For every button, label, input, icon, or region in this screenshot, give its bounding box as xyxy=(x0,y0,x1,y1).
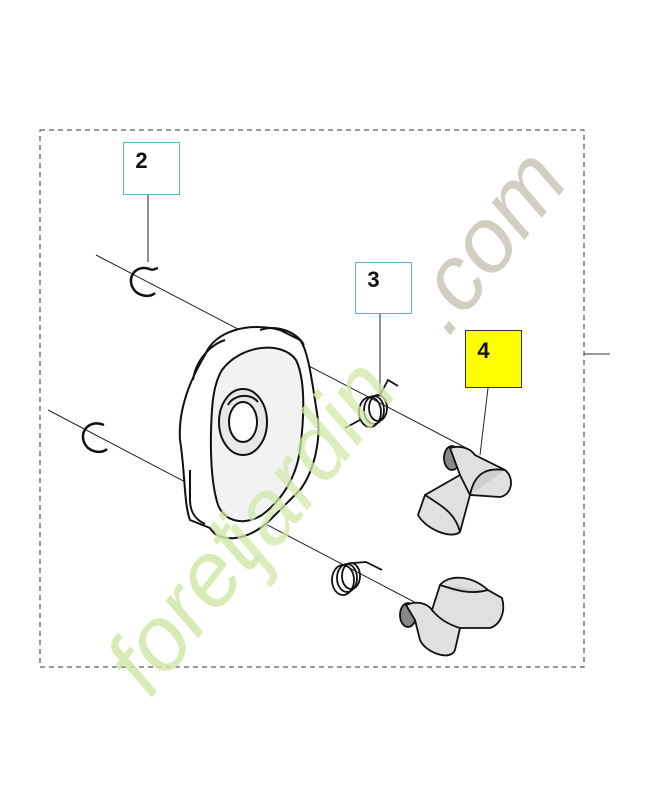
torsion-spring-upper xyxy=(344,378,399,429)
callout-label: 2 xyxy=(135,147,148,173)
torsion-spring-lower xyxy=(331,561,383,596)
circlip-upper xyxy=(129,266,156,298)
callout-label: 4 xyxy=(477,338,490,363)
wing-knob-upper xyxy=(417,445,512,536)
callout-part-2[interactable]: 2 xyxy=(123,142,180,195)
assembly-border xyxy=(39,129,585,668)
callout-label: 3 xyxy=(367,267,380,292)
circlip-lower xyxy=(81,422,108,454)
callout-part-4[interactable]: 4 xyxy=(465,330,522,388)
callout-part-3[interactable]: 3 xyxy=(355,262,412,314)
callout-leaders xyxy=(147,195,489,456)
circlip-upper-tip xyxy=(151,266,159,272)
wing-knob-lower xyxy=(399,576,505,657)
housing xyxy=(178,326,320,540)
